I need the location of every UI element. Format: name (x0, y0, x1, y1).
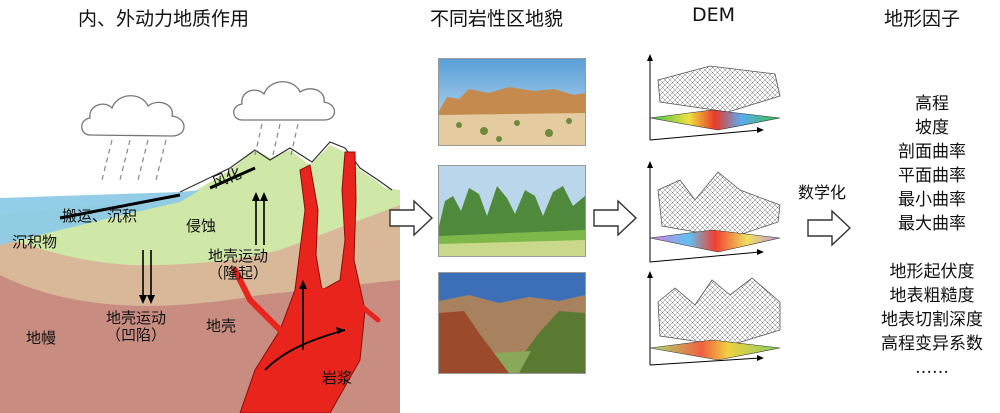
subsidence-line2: （凹陷） (106, 326, 167, 345)
factor-item: 坡度 (915, 118, 949, 138)
uplift-line2: （隆起） (208, 264, 269, 283)
header-factors: 地形因子 (884, 8, 961, 30)
uplift-line1: 地壳运动 (208, 247, 269, 265)
dem-panels (647, 54, 781, 366)
label-sediment: 沉积物 (12, 233, 58, 251)
factor-item: 最小曲率 (898, 190, 966, 210)
crust-upper-layer (0, 145, 400, 266)
label-subsidence: 地壳运动 （凹陷） (106, 309, 167, 345)
factor-item: …… (915, 358, 949, 378)
factor-item: 高程变异系数 (881, 334, 983, 354)
label-transport-deposition: 搬运、沉积 (62, 207, 138, 225)
label-crust: 地壳 (206, 317, 237, 335)
subsidence-line1: 地壳运动 (106, 309, 167, 327)
arrow-right-icon (389, 199, 434, 237)
label-mantle: 地幔 (26, 329, 57, 347)
factor-item: 地形起伏度 (889, 262, 975, 282)
factor-item: 地表粗糙度 (889, 286, 975, 306)
terrain-factors-group1: 高程 坡度 剖面曲率 平面曲率 最小曲率 最大曲率 (862, 92, 1000, 236)
photo-canyon-landform (438, 272, 586, 374)
label-erosion: 侵蚀 (186, 217, 217, 235)
factor-item: 地表切割深度 (881, 310, 983, 330)
photo-karst-landform (438, 165, 586, 257)
header-dem: DEM (692, 4, 736, 26)
factor-item: 最大曲率 (898, 214, 966, 234)
water-layer (0, 190, 200, 245)
geology-cross-section (0, 81, 400, 413)
factor-item: 剖面曲率 (898, 142, 966, 162)
terrain-factors-group2: 地形起伏度 地表粗糙度 地表切割深度 高程变异系数 …… (862, 260, 1000, 380)
factor-item: 平面曲率 (898, 166, 966, 186)
header-landforms: 不同岩性区地貌 (430, 8, 564, 30)
arrow-right-icon (807, 209, 852, 247)
label-digitize: 数学化 (798, 183, 847, 202)
photo-desert-landform (438, 58, 586, 146)
factor-item: 高程 (915, 94, 949, 114)
label-uplift: 地壳运动 （隆起） (208, 247, 269, 283)
header-geology: 内、外动力地质作用 (78, 8, 250, 30)
arrow-right-icon (593, 199, 638, 237)
label-magma: 岩浆 (322, 369, 353, 387)
